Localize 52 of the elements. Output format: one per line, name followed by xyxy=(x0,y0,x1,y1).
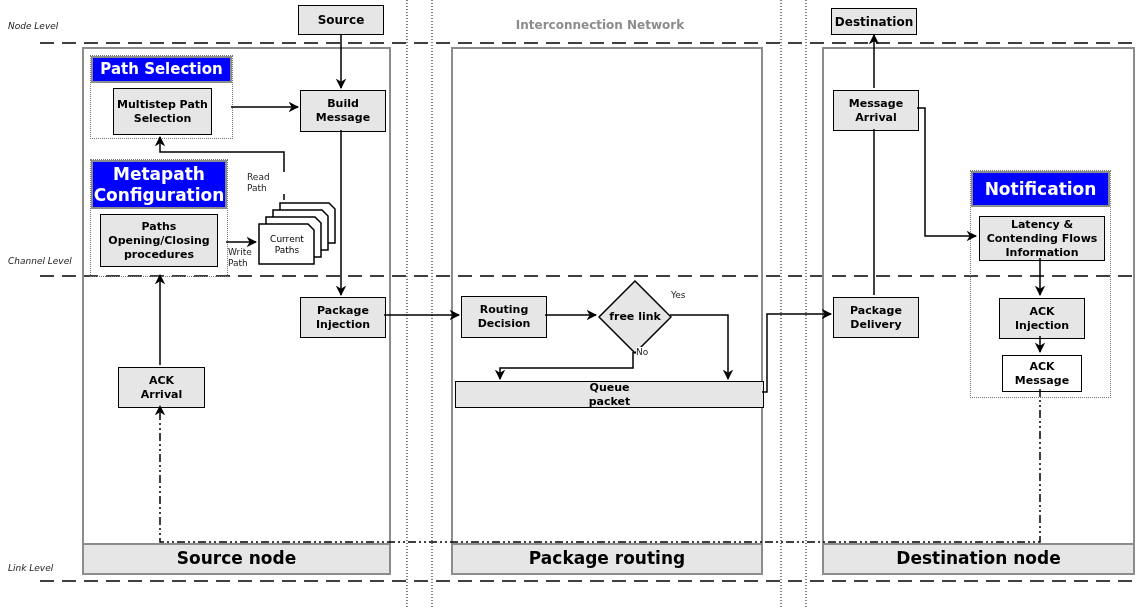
arrow xyxy=(335,129,347,297)
group-header: Path Selection xyxy=(100,59,223,80)
process-box: Package Injection xyxy=(300,297,386,338)
group-header: Metapath Configuration xyxy=(93,163,225,206)
panel-title: Source node xyxy=(176,547,297,571)
arrow xyxy=(335,34,347,90)
edge-label: Read Path xyxy=(247,172,287,194)
panel xyxy=(451,47,763,575)
panel xyxy=(822,47,1135,575)
arrow xyxy=(154,135,285,201)
process-box: Latency & Contending Flows Information xyxy=(979,216,1105,261)
process-box: ACK Arrival xyxy=(118,367,205,408)
arrow xyxy=(1034,257,1046,297)
decision-diamond xyxy=(598,280,672,354)
arrow xyxy=(225,236,258,248)
arrow xyxy=(669,314,734,381)
process-box: ACK Message xyxy=(1002,355,1082,392)
process-box: Message Arrival xyxy=(833,90,919,131)
process-box: Build Message xyxy=(300,90,386,132)
panel xyxy=(82,47,391,575)
process-box: Package Delivery xyxy=(833,297,919,338)
arrow xyxy=(230,101,300,113)
section-title: Interconnection Network xyxy=(514,17,686,34)
document-stack xyxy=(258,202,336,265)
process-box: Paths Opening/Closing procedures xyxy=(100,214,218,267)
group-box xyxy=(970,170,1111,398)
arrow xyxy=(868,33,880,89)
group-header: Notification xyxy=(984,178,1097,200)
group-box xyxy=(90,55,233,139)
level-label: Node Level xyxy=(8,20,60,33)
arrow xyxy=(494,351,634,381)
process-box: Routing Decision xyxy=(461,296,547,338)
decision-label: free link xyxy=(609,308,661,325)
arrow xyxy=(154,388,1041,543)
arrow xyxy=(916,107,978,242)
arrow xyxy=(154,273,166,366)
connector-line xyxy=(873,128,875,296)
group-box xyxy=(90,159,228,277)
panel-title: Destination node xyxy=(896,547,1061,571)
process-box: Destination xyxy=(831,8,917,35)
level-label: Link Level xyxy=(8,562,55,575)
arrow xyxy=(761,308,833,393)
process-box: Queue packet xyxy=(455,381,764,408)
document-label: Current Paths xyxy=(269,234,305,256)
level-label: Channel Level xyxy=(8,255,73,268)
arrow xyxy=(383,309,461,321)
process-box: Multistep Path Selection xyxy=(113,88,212,135)
arrow xyxy=(544,309,598,321)
arrow xyxy=(1034,335,1046,354)
process-box: Source xyxy=(298,5,384,35)
panel-title: Package routing xyxy=(528,547,686,571)
process-box: ACK Injection xyxy=(999,298,1085,339)
